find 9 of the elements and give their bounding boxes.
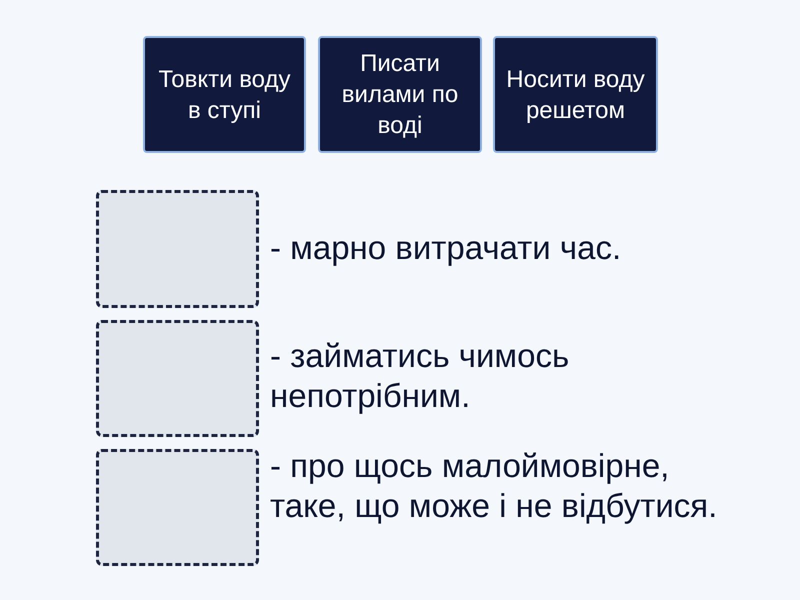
card-label: Носити воду решетом (505, 64, 646, 126)
drop-target (96, 320, 259, 437)
definition-text: - займатись чимось непотрібним. (270, 336, 570, 416)
definition-text: - про щось малоймовірне, таке, що може і не відбутися. (270, 446, 718, 526)
card-label: Писати вилами по воді (340, 49, 460, 141)
card-label: Товкти воду в ступі (157, 64, 292, 126)
drop-target (96, 449, 259, 566)
definition-text: - марно витрачати час. (270, 228, 622, 268)
drop-target (96, 190, 259, 308)
